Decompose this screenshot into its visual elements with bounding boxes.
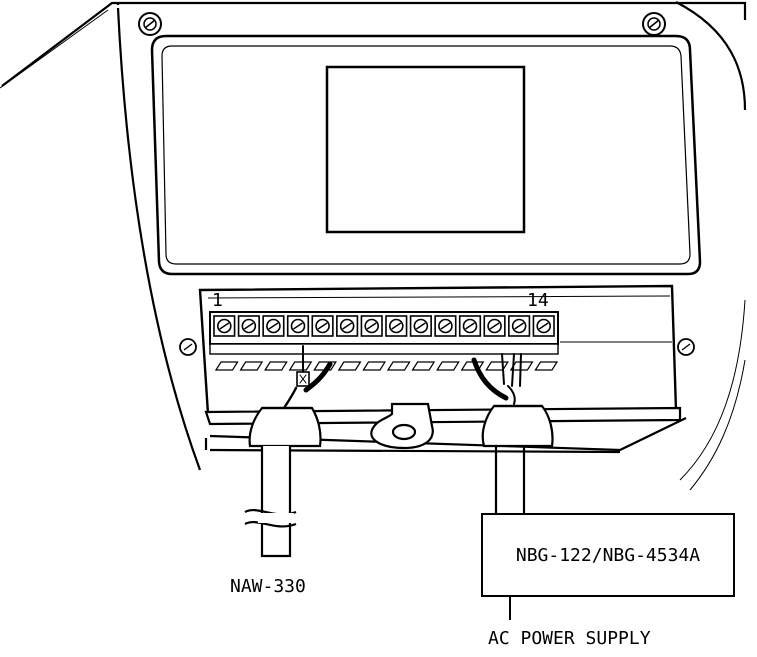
- model-box: NBG-122/NBG-4534A: [482, 514, 734, 596]
- terminal-slot-1: [216, 362, 238, 370]
- terminal-slot-3: [265, 362, 287, 370]
- terminal-slot-9: [413, 362, 435, 370]
- terminal-screw-3: [263, 316, 284, 336]
- terminal-slot-6: [339, 362, 361, 370]
- terminal-screw-2: [239, 316, 260, 336]
- terminal-screw-1: [214, 316, 235, 336]
- terminal-label-first: 1: [212, 290, 223, 311]
- terminal-slot-7: [363, 362, 385, 370]
- terminal-screw-9: [411, 316, 432, 336]
- screw-left-icon: [180, 339, 196, 355]
- device-housing: [2, 2, 745, 470]
- terminal-screw-13: [509, 316, 530, 336]
- terminal-slot-8: [388, 362, 410, 370]
- terminal-screw-5: [312, 316, 333, 336]
- terminal-slot-14: [535, 362, 557, 370]
- clamp-right: [483, 406, 553, 446]
- display-window: [327, 67, 524, 232]
- cable-left: [245, 446, 296, 556]
- model-box-label: NBG-122/NBG-4534A: [516, 545, 700, 566]
- terminal-slot-10: [437, 362, 459, 370]
- terminal-slot-12: [486, 362, 508, 370]
- terminal-screw-6: [337, 316, 358, 336]
- terminal-screw-7: [361, 316, 382, 336]
- terminal-label-last: 14: [527, 290, 549, 311]
- terminal-slot-4: [290, 362, 312, 370]
- terminal-slot-2: [241, 362, 263, 370]
- terminal-slots: [216, 362, 557, 370]
- screw-right-icon: [678, 339, 694, 355]
- terminal-screw-8: [386, 316, 407, 336]
- cable-left-label: NAW-330: [230, 576, 306, 597]
- cable-right: [496, 446, 524, 514]
- screw-top-left-icon: [139, 13, 161, 35]
- terminal-screw-10: [435, 316, 456, 336]
- screw-top-right-icon: [643, 13, 665, 35]
- terminal-screw-12: [484, 316, 505, 336]
- display-cover: [152, 36, 700, 274]
- terminal-screw-14: [533, 316, 554, 336]
- clamp-left: [250, 408, 321, 446]
- wire-left: [284, 346, 330, 408]
- terminal-screw-11: [460, 316, 481, 336]
- terminal-screw-4: [288, 316, 309, 336]
- terminal-strip: [210, 312, 558, 370]
- power-supply-label: AC POWER SUPPLY: [488, 628, 651, 649]
